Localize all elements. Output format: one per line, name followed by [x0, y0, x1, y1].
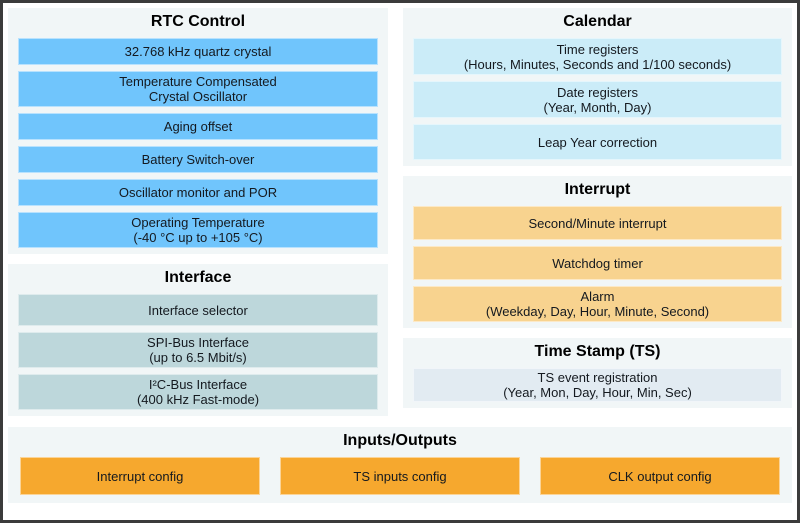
panel-interrupt: Interrupt Second/Minute interrupt Watchd… — [403, 176, 792, 328]
right-column: Calendar Time registers (Hours, Minutes,… — [403, 8, 792, 416]
block-interrupt-config: Interrupt config — [20, 457, 260, 495]
panel-title-time-stamp: Time Stamp (TS) — [534, 343, 661, 360]
block-aging-offset: Aging offset — [18, 113, 378, 140]
block-ts-inputs-config: TS inputs config — [280, 457, 520, 495]
panel-calendar: Calendar Time registers (Hours, Minutes,… — [403, 8, 792, 166]
panel-interface: Interface Interface selector SPI-Bus Int… — [8, 264, 388, 416]
panel-title-inputs-outputs: Inputs/Outputs — [343, 432, 457, 449]
panel-title-interrupt: Interrupt — [564, 181, 631, 198]
block-ts-event-registration: TS event registration (Year, Mon, Day, H… — [413, 368, 782, 402]
block-alarm: Alarm (Weekday, Day, Hour, Minute, Secon… — [413, 286, 782, 322]
panel-title-interface: Interface — [164, 269, 232, 286]
block-clk-output-config: CLK output config — [540, 457, 780, 495]
block-watchdog-timer: Watchdog timer — [413, 246, 782, 280]
panel-rtc-control: RTC Control 32.768 kHz quartz crystal Te… — [8, 8, 388, 254]
block-oscillator-monitor-por: Oscillator monitor and POR — [18, 179, 378, 206]
block-interface-selector: Interface selector — [18, 294, 378, 326]
block-battery-switchover: Battery Switch-over — [18, 146, 378, 173]
diagram-columns: RTC Control 32.768 kHz quartz crystal Te… — [8, 8, 792, 416]
block-i2c-bus-interface: I²C-Bus Interface (400 kHz Fast-mode) — [18, 374, 378, 410]
io-row: Interrupt config TS inputs config CLK ou… — [18, 457, 782, 495]
block-second-minute-interrupt: Second/Minute interrupt — [413, 206, 782, 240]
panel-time-stamp: Time Stamp (TS) TS event registration (Y… — [403, 338, 792, 408]
panel-title-calendar: Calendar — [563, 13, 632, 30]
block-quartz-crystal: 32.768 kHz quartz crystal — [18, 38, 378, 65]
block-tcxo: Temperature Compensated Crystal Oscillat… — [18, 71, 378, 107]
block-operating-temperature: Operating Temperature (-40 °C up to +105… — [18, 212, 378, 248]
panel-title-rtc-control: RTC Control — [150, 13, 246, 30]
block-leap-year-correction: Leap Year correction — [413, 124, 782, 160]
panel-inputs-outputs: Inputs/Outputs Interrupt config TS input… — [8, 427, 792, 503]
block-date-registers: Date registers (Year, Month, Day) — [413, 81, 782, 118]
block-time-registers: Time registers (Hours, Minutes, Seconds … — [413, 38, 782, 75]
block-spi-bus-interface: SPI-Bus Interface (up to 6.5 Mbit/s) — [18, 332, 378, 368]
left-column: RTC Control 32.768 kHz quartz crystal Te… — [8, 8, 388, 416]
